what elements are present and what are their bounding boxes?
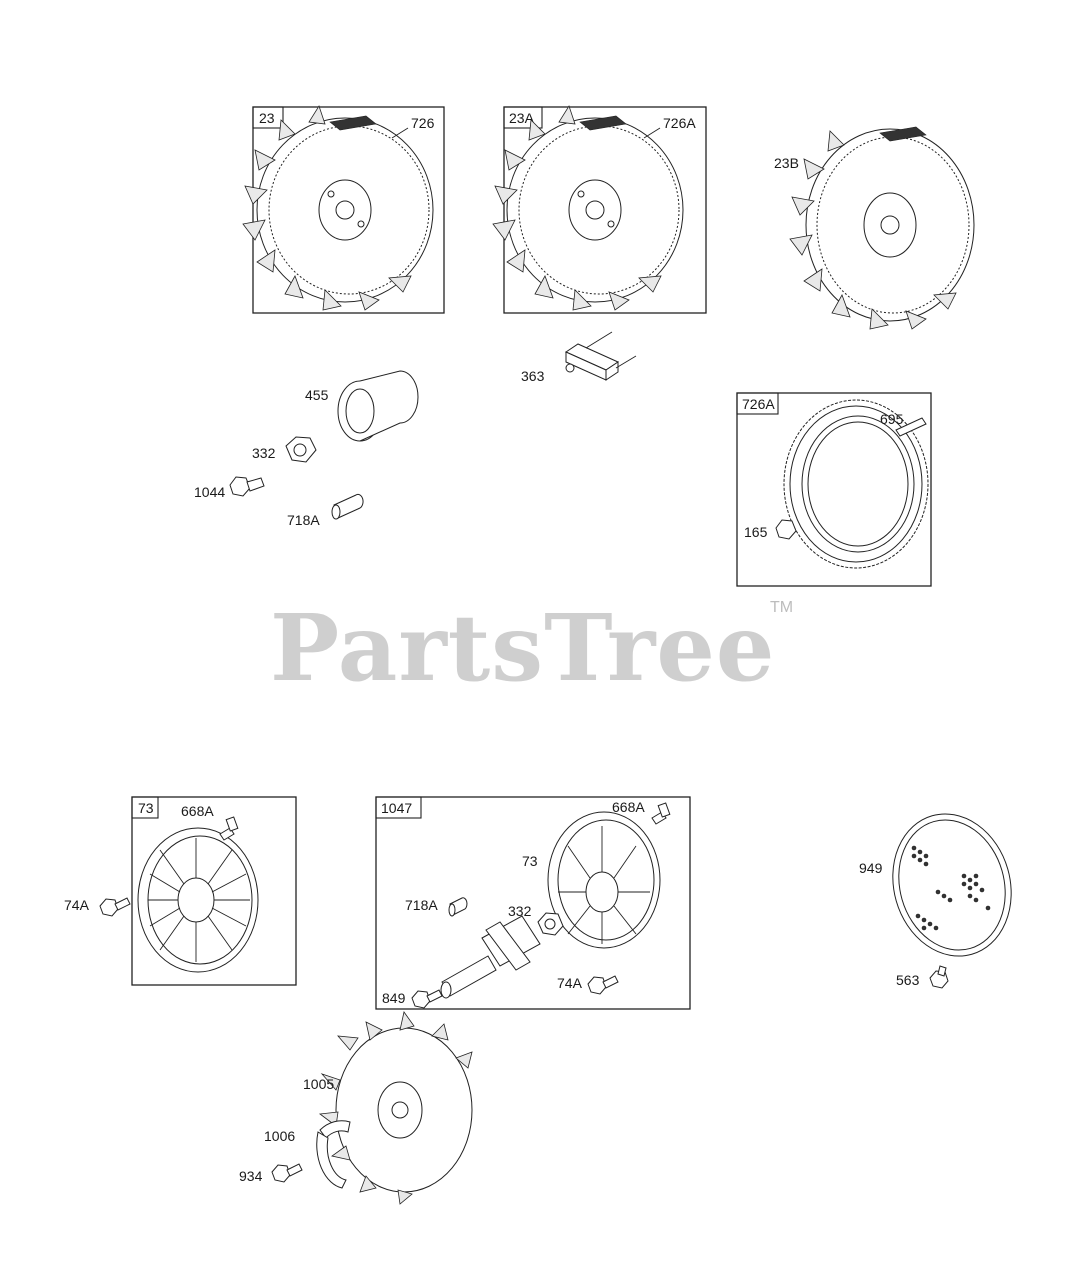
group-726a-tag-frame xyxy=(736,392,779,415)
group-1047-frame xyxy=(375,796,691,1010)
callout-73-mid: 73 xyxy=(522,853,538,869)
group-726a-frame xyxy=(736,392,932,587)
callout-332: 332 xyxy=(252,445,276,461)
callout-363: 363 xyxy=(521,368,545,384)
callout-1006: 1006 xyxy=(264,1128,295,1144)
screw-563[interactable] xyxy=(929,965,949,989)
plate-949[interactable] xyxy=(876,800,1027,970)
fan-1005[interactable] xyxy=(318,1011,473,1205)
callout-726a-top: 726A xyxy=(663,115,696,131)
group-23a-frame xyxy=(503,106,707,314)
group-1047-label: 1047 xyxy=(381,800,412,816)
callout-332-mid: 332 xyxy=(508,903,532,919)
nut-332-mid[interactable] xyxy=(537,912,564,936)
bolt-1044[interactable] xyxy=(229,476,265,497)
group-726a: 726A 695 165 xyxy=(736,392,932,587)
cup-455[interactable] xyxy=(337,370,419,442)
flywheel-23b[interactable] xyxy=(789,126,975,330)
ring-gear-726a[interactable] xyxy=(783,399,929,569)
group-73-frame xyxy=(131,796,297,986)
callout-165: 165 xyxy=(744,524,768,540)
callout-455: 455 xyxy=(305,387,329,403)
callout-718a: 718A xyxy=(287,512,320,528)
pin-718a[interactable] xyxy=(331,493,364,520)
screw-934[interactable] xyxy=(271,1163,303,1183)
group-73: 73 668A xyxy=(131,796,297,986)
fan-screen-73[interactable] xyxy=(137,827,259,973)
callout-695: 695 xyxy=(880,411,904,427)
screw-849[interactable] xyxy=(411,989,443,1009)
callout-949: 949 xyxy=(859,860,883,876)
retainer-1006[interactable] xyxy=(316,1120,351,1189)
group-23a-label: 23A xyxy=(509,110,535,126)
flywheel-23a[interactable] xyxy=(492,105,684,311)
callout-1044: 1044 xyxy=(194,484,225,500)
group-23a-tag-frame xyxy=(503,106,543,129)
group-73-tag-frame xyxy=(131,796,159,819)
callout-74a-left: 74A xyxy=(64,897,90,913)
group-1047: 1047 73 668A 718A xyxy=(375,796,691,1010)
callout-668a-mid: 668A xyxy=(612,799,645,815)
callout-726: 726 xyxy=(411,115,435,131)
partstree-watermark: PartsTree xyxy=(270,594,775,702)
callout-74a-mid: 74A xyxy=(557,975,583,991)
screw-668a-left[interactable] xyxy=(219,816,239,841)
callout-23b: 23B xyxy=(774,155,799,171)
callout-718a-mid: 718A xyxy=(405,897,438,913)
flywheel-23[interactable] xyxy=(242,105,434,311)
screw-668a-mid[interactable] xyxy=(651,802,671,825)
fan-screen-73-mid[interactable] xyxy=(547,811,661,949)
nut-165[interactable] xyxy=(775,519,797,540)
group-23-label: 23 xyxy=(259,110,275,126)
screw-74a-mid[interactable] xyxy=(587,975,619,995)
group-23-tag-frame xyxy=(252,106,284,129)
group-23: 23 726 xyxy=(242,105,445,314)
bracket-363[interactable] xyxy=(564,331,637,381)
callout-849: 849 xyxy=(382,990,406,1006)
hub-shaft[interactable] xyxy=(440,915,541,999)
group-726a-label: 726A xyxy=(742,396,775,412)
group-23-frame xyxy=(252,106,445,314)
group-1047-tag-frame xyxy=(375,796,422,819)
trademark-symbol: TM xyxy=(770,599,793,616)
callout-1005: 1005 xyxy=(303,1076,334,1092)
screw-74a-left[interactable] xyxy=(99,897,131,917)
pin-718a-mid[interactable] xyxy=(448,897,468,917)
callout-668a-left: 668A xyxy=(181,803,214,819)
group-23a: 23A 726A xyxy=(492,105,707,314)
callout-563: 563 xyxy=(896,972,920,988)
callout-934: 934 xyxy=(239,1168,263,1184)
screw-695[interactable] xyxy=(895,417,927,437)
group-73-label: 73 xyxy=(138,800,154,816)
nut-332[interactable] xyxy=(285,436,317,463)
